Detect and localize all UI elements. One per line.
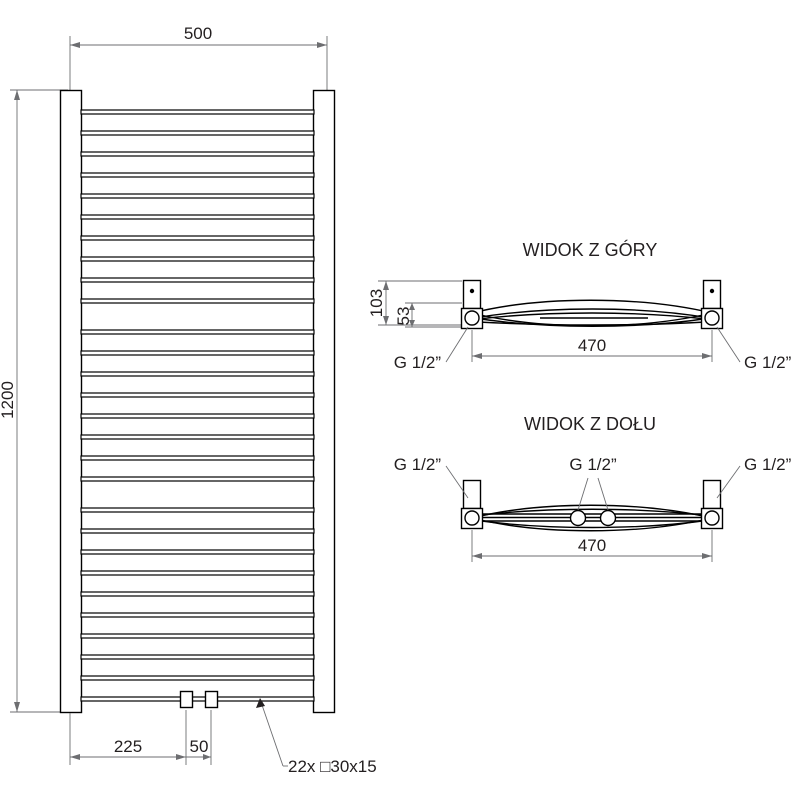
front-width-label: 500 <box>184 24 212 43</box>
top-view-body <box>471 299 713 327</box>
front-spacing-label: 50 <box>190 737 209 756</box>
rung <box>80 298 315 304</box>
mounting-plate <box>462 279 482 310</box>
bottom-left-callout-leader <box>445 465 469 499</box>
mounting-plate <box>702 479 722 510</box>
center-connector-port-left-icon <box>569 509 587 527</box>
rung <box>80 455 315 461</box>
rung <box>80 434 315 440</box>
right-vertical-rail <box>312 89 336 714</box>
mounting-plate <box>702 279 722 310</box>
rung <box>80 329 315 335</box>
top-view-outer-depth-label: 103 <box>367 289 386 317</box>
rung <box>80 350 315 356</box>
bottom-view-connector-left-label: G 1/2” <box>394 455 442 474</box>
rung <box>80 193 315 199</box>
bottom-view-span-dimension: 470 <box>471 530 713 562</box>
rung <box>80 413 315 419</box>
top-view-outer-depth-dimension: 103 <box>367 280 462 326</box>
bottom-view-connector-right-label: G 1/2” <box>744 455 792 474</box>
top-right-callout-leader <box>716 326 741 363</box>
rung <box>80 696 315 702</box>
bottom-center-callout-leaders <box>577 477 609 511</box>
rung <box>80 528 315 534</box>
rung <box>80 109 315 115</box>
top-left-callout-leader <box>445 326 469 363</box>
front-offset-label: 225 <box>114 737 142 756</box>
top-view-connector-left-label: G 1/2” <box>394 353 442 372</box>
rung <box>80 277 315 283</box>
bracket-note-label: 22x □30x15 <box>288 757 377 776</box>
bottom-view-connector-center-label: G 1/2” <box>569 455 617 474</box>
bottom-view-connector-left <box>460 479 484 530</box>
connector-port-icon <box>464 310 480 326</box>
rung <box>80 371 315 377</box>
rung <box>80 612 315 618</box>
bottom-view-title: WIDOK Z DOŁU <box>524 414 656 434</box>
rung <box>80 476 315 482</box>
rung <box>80 235 315 241</box>
wall-bracket-right <box>204 690 219 709</box>
front-height-dimension: 1200 <box>0 89 68 713</box>
rung-group <box>80 109 315 702</box>
bracket-note-leader <box>256 698 288 767</box>
left-vertical-rail <box>59 89 83 714</box>
rung <box>80 172 315 178</box>
rung <box>80 633 315 639</box>
mounting-hole-icon <box>469 288 475 294</box>
rung <box>80 549 315 555</box>
top-view-title: WIDOK Z GÓRY <box>523 239 658 260</box>
bottom-view-connector-right <box>700 479 724 530</box>
bottom-view-span-label: 470 <box>578 536 606 555</box>
front-height-label: 1200 <box>0 381 17 419</box>
center-connector-port-right-icon <box>599 509 617 527</box>
top-view-connector-right-label: G 1/2” <box>744 353 792 372</box>
top-view-span-dimension: 470 <box>471 330 713 362</box>
rung <box>80 654 315 660</box>
wall-bracket-left <box>179 690 194 709</box>
rung <box>80 130 315 136</box>
rung <box>80 392 315 398</box>
connector-port-icon <box>704 310 720 326</box>
mounting-hole-icon <box>709 288 715 294</box>
bottom-view-body <box>471 504 713 532</box>
rung <box>80 675 315 681</box>
top-view-connector-left <box>460 279 484 330</box>
rung <box>80 507 315 513</box>
rung <box>80 151 315 157</box>
front-width-dimension: 500 <box>69 24 328 95</box>
rung <box>80 591 315 597</box>
top-view: WIDOK Z GÓRY 103 53 <box>367 239 792 372</box>
rung <box>80 256 315 262</box>
top-view-inner-depth-label: 53 <box>394 307 413 326</box>
bottom-view: WIDOK Z DOŁU <box>394 414 792 562</box>
connector-port-icon <box>464 510 480 526</box>
rung <box>80 570 315 576</box>
connector-port-icon <box>704 510 720 526</box>
rung <box>80 214 315 220</box>
top-view-inner-depth-dimension: 53 <box>394 302 462 328</box>
top-view-span-label: 470 <box>578 336 606 355</box>
bottom-right-callout-leader <box>716 465 741 499</box>
top-view-connector-right <box>700 279 724 330</box>
front-bottom-dimensions: 225 50 <box>69 710 212 765</box>
front-view: 500 1200 <box>0 24 377 776</box>
